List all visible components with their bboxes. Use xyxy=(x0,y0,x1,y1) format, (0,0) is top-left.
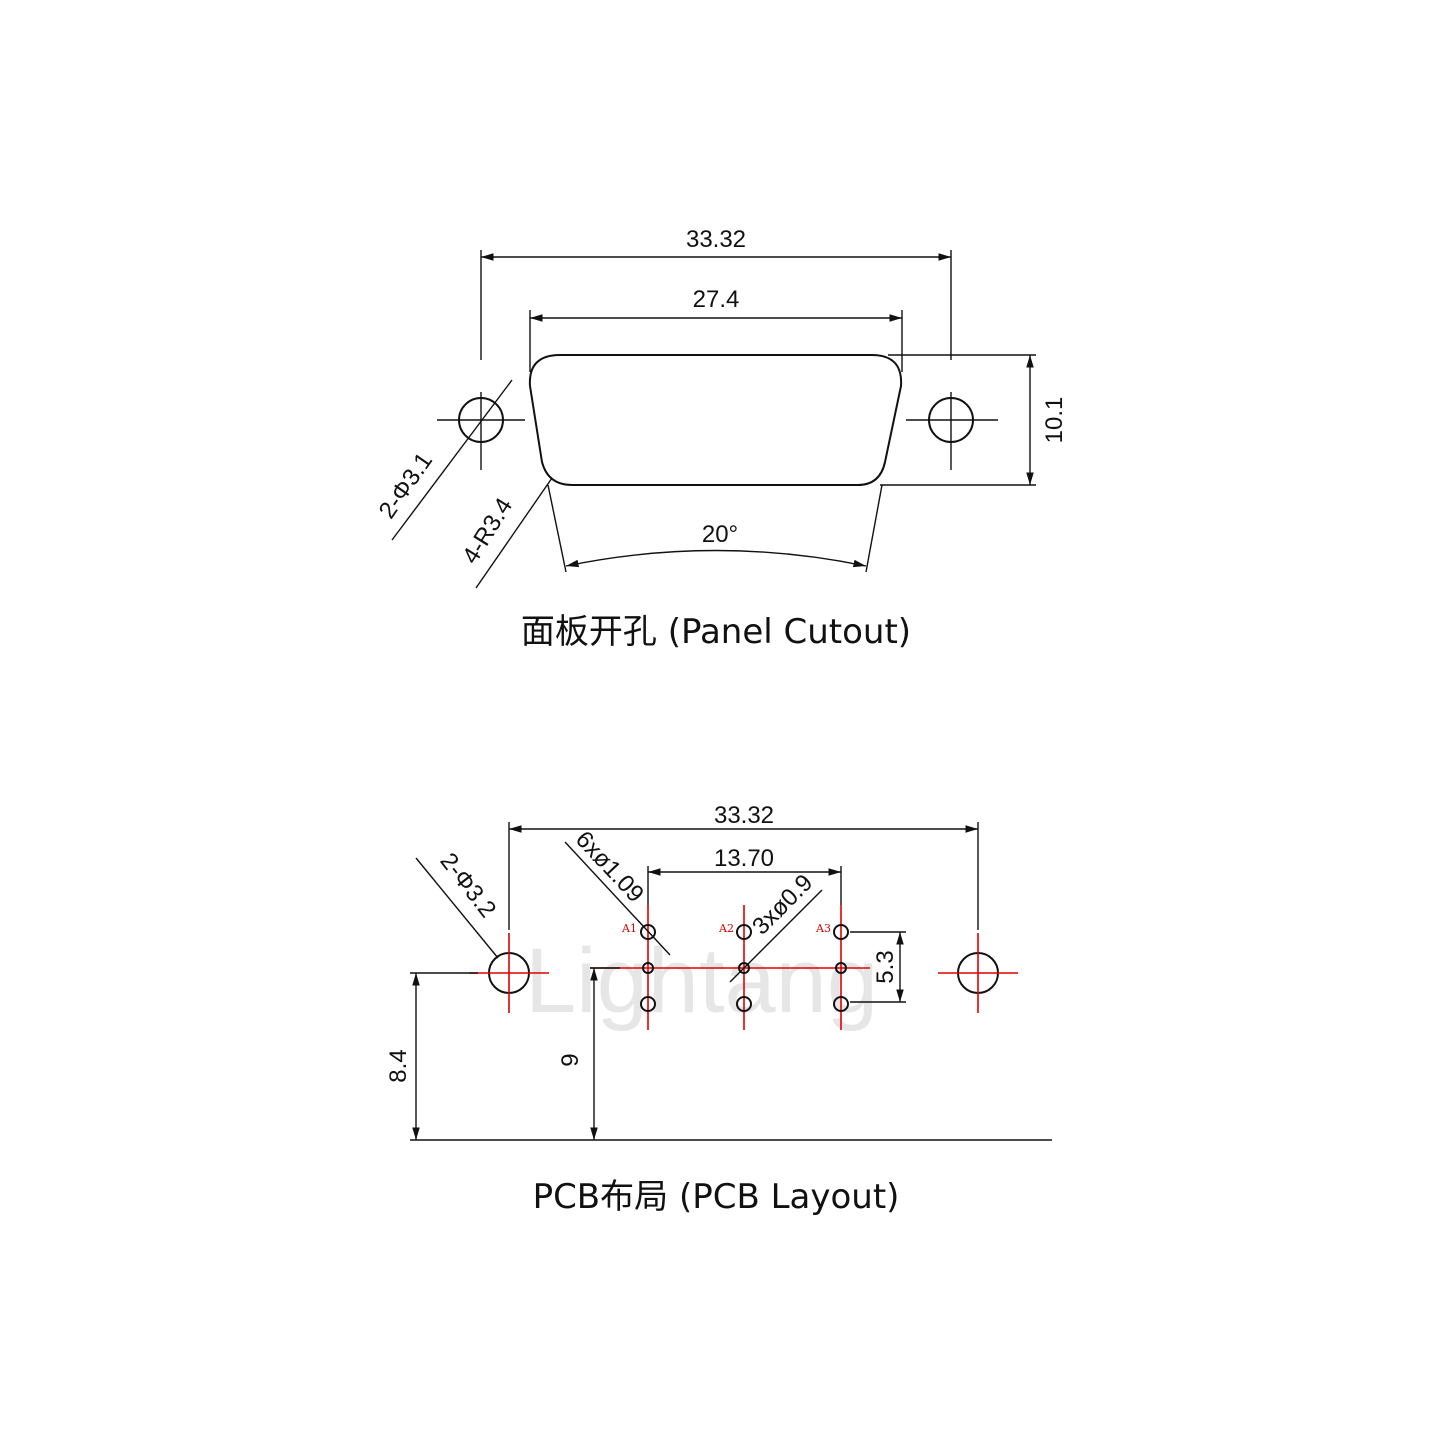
leader-mount-hole xyxy=(415,857,499,959)
dim-pcb-overall-width-label: 33.32 xyxy=(714,802,774,829)
angle-ext-line xyxy=(547,484,567,573)
dim-overall-width-label: 33.32 xyxy=(686,226,746,253)
leader-pin-hole-b xyxy=(729,889,823,983)
pin-hole xyxy=(642,962,654,974)
pcb-layout-caption: PCB布局 (PCB Layout) xyxy=(533,1177,900,1217)
dim-height-label: 10.1 xyxy=(1041,397,1068,444)
pin-hole-a1 xyxy=(640,924,656,940)
dim-radius-label: 4-R3.4 xyxy=(457,493,518,568)
dim-angle-arc xyxy=(565,549,867,568)
dim-hole-height-label: 8.4 xyxy=(385,1049,412,1082)
pin-label-a2: A2 xyxy=(718,922,734,935)
pin-label-a3: A3 xyxy=(815,922,831,935)
pin-hole xyxy=(835,962,847,974)
dim-hole-label: 2-Φ3.1 xyxy=(374,448,438,524)
panel-cutout-caption: 面板开孔 (Panel Cutout) xyxy=(521,612,911,652)
angle-ext-line xyxy=(865,484,883,573)
dim-row-pitch-label: 5.3 xyxy=(872,950,899,983)
dim-pin-height-label: 9 xyxy=(557,1053,584,1066)
pin-hole xyxy=(640,996,656,1012)
leader-hole xyxy=(391,379,513,541)
dim-d-width-label: 27.4 xyxy=(693,286,740,313)
pin-hole xyxy=(833,996,849,1012)
watermark-text: Lightang xyxy=(525,930,878,1032)
pin-hole-a3 xyxy=(833,924,849,940)
leader-radius xyxy=(475,477,553,589)
pin-label-a1: A1 xyxy=(621,922,637,935)
pin-hole-a2 xyxy=(736,924,752,940)
dim-pin-hole-a-label: 6xø1.09 xyxy=(570,826,649,908)
dim-angle-label: 20° xyxy=(702,521,738,548)
dim-mount-hole-label: 2-Φ3.2 xyxy=(435,848,502,923)
pin-hole xyxy=(736,996,752,1012)
leader-pin-hole-a xyxy=(564,841,671,956)
panel-cutout-view: 33.32 27.4 10.1 2-Φ3.1 4-R3.4 20° 面板开孔 (… xyxy=(374,226,1068,652)
dim-pin-span-label: 13.70 xyxy=(714,845,774,872)
d-sub-cutout-outline xyxy=(528,354,903,486)
pin-hole xyxy=(738,962,750,974)
